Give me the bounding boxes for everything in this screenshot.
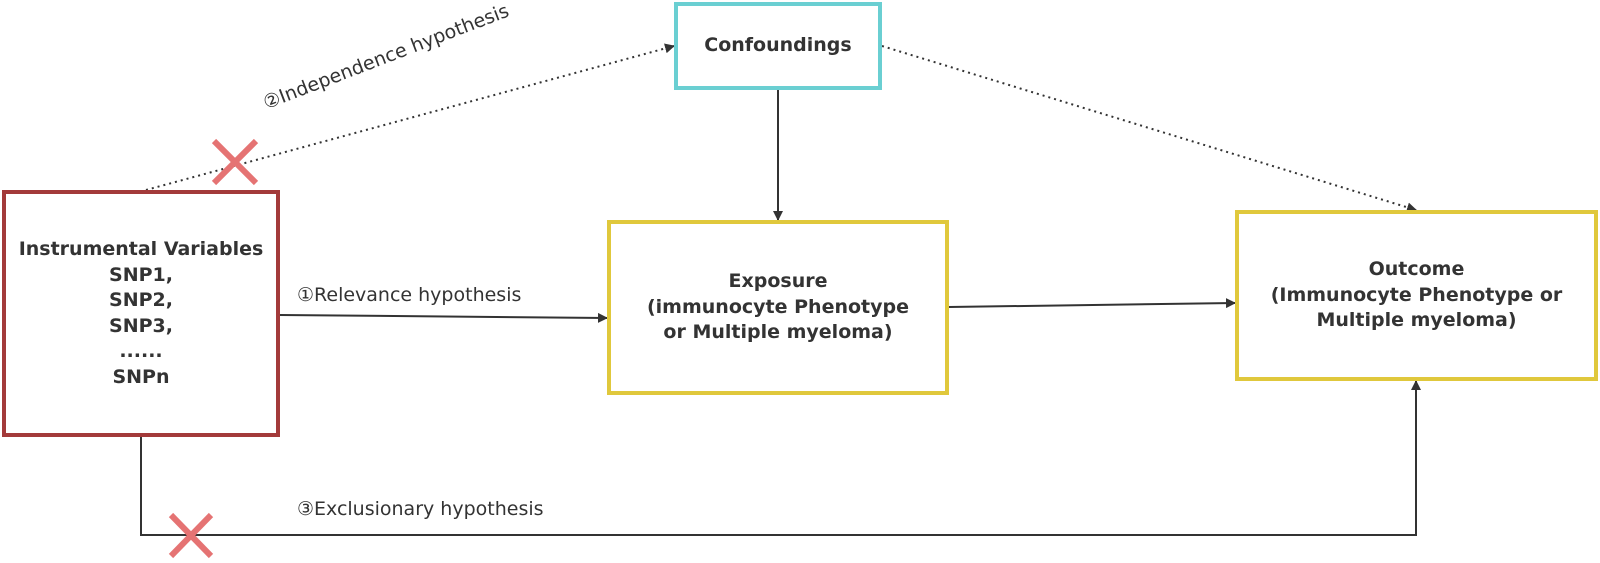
node-title: Instrumental Variables: [18, 238, 264, 260]
node-subtitle: (Immunocyte Phenotype or: [1270, 283, 1563, 306]
node-title: Exposure: [728, 270, 828, 293]
snp-item: SNP2,: [109, 289, 173, 311]
edge-relevance-arrow: [279, 312, 608, 323]
instrumental-variables-box: Instrumental Variables SNP1, SNP2, SNP3,…: [2, 190, 280, 437]
node-subtitle: Multiple myeloma): [1316, 309, 1517, 332]
node-subtitle: or Multiple myeloma): [663, 321, 893, 344]
relevance-hypothesis-label: ①Relevance hypothesis: [297, 284, 522, 306]
cross-icon: [168, 512, 214, 559]
snp-item: SNP1,: [109, 263, 173, 286]
node-title: Outcome: [1368, 258, 1465, 281]
outcome-box: Outcome (Immunocyte Phenotype or Multipl…: [1235, 210, 1598, 381]
edge-exclusion-arrow: [140, 380, 1421, 536]
edge-exposure-outcome-arrow: [948, 298, 1236, 309]
node-title: Confoundings: [704, 34, 852, 57]
snp-ellipsis: ......: [119, 340, 163, 362]
exposure-box: Exposure (immunocyte Phenotype or Multip…: [607, 220, 949, 395]
confoundings-box: Confoundings: [674, 2, 882, 90]
exclusionary-hypothesis-label: ③Exclusionary hypothesis: [297, 498, 544, 520]
snp-item: SNP3,: [109, 314, 173, 337]
snp-item: SNPn: [112, 365, 170, 388]
edge-confounding-outcome-arrow: [881, 45, 1417, 213]
cross-icon: [211, 138, 259, 186]
node-subtitle: (immunocyte Phenotype: [646, 295, 909, 318]
